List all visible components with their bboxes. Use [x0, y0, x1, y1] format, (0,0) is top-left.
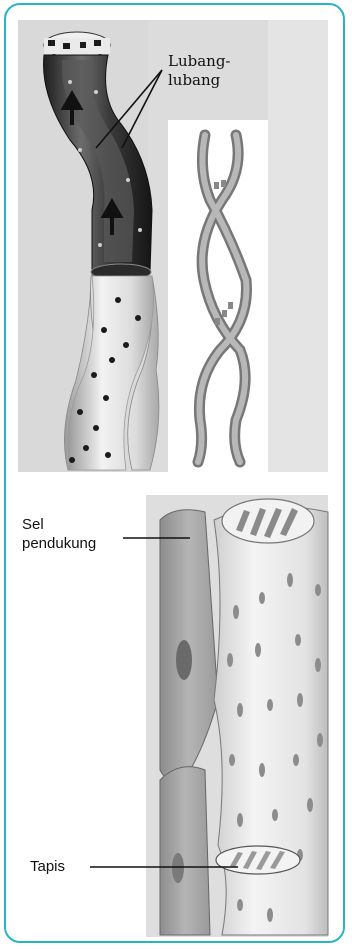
companion-cell-label: Sel pendukung [22, 515, 96, 553]
pores-label-line2: lubang [168, 71, 231, 90]
sieve-label-text: Tapis [30, 857, 65, 876]
sieve-plate-label: Tapis [30, 857, 65, 876]
pores-label: Lubang- lubang [168, 52, 231, 90]
sieve-tube-element [214, 499, 328, 935]
companion-label-line2: pendukung [22, 534, 96, 553]
sieve-tube-strand [174, 128, 266, 468]
companion-label-line1: Sel [22, 515, 96, 534]
lower-sieve-plate [216, 846, 300, 874]
pores-label-line1: Lubang- [168, 52, 231, 71]
